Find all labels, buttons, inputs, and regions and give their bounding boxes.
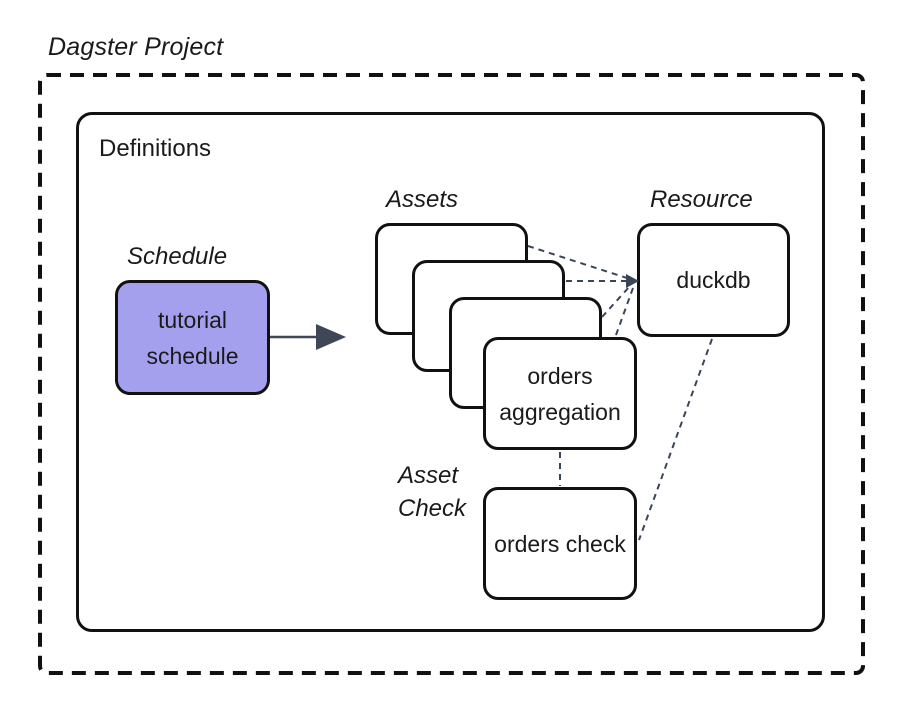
duckdb-node: duckdb (637, 223, 790, 337)
orders-aggregation-node: orders aggregation (483, 337, 637, 450)
resource-label: Resource (650, 186, 753, 213)
asset-check-label: Asset Check (398, 462, 467, 522)
tutorial-schedule-node: tutorial schedule (115, 280, 270, 395)
orders-check-node-text: orders check (494, 530, 626, 557)
tutorial-schedule-node-text: tutorial schedule (146, 306, 239, 369)
definitions-label: Definitions (99, 135, 212, 162)
assets-label: Assets (386, 186, 459, 213)
orders-aggregation-node-text: orders aggregation (499, 362, 621, 425)
schedule-label: Schedule (127, 243, 228, 270)
duckdb-node-text: duckdb (676, 267, 751, 293)
orders-check-node: orders check (483, 487, 637, 600)
diagram-title: Dagster Project (48, 33, 224, 61)
